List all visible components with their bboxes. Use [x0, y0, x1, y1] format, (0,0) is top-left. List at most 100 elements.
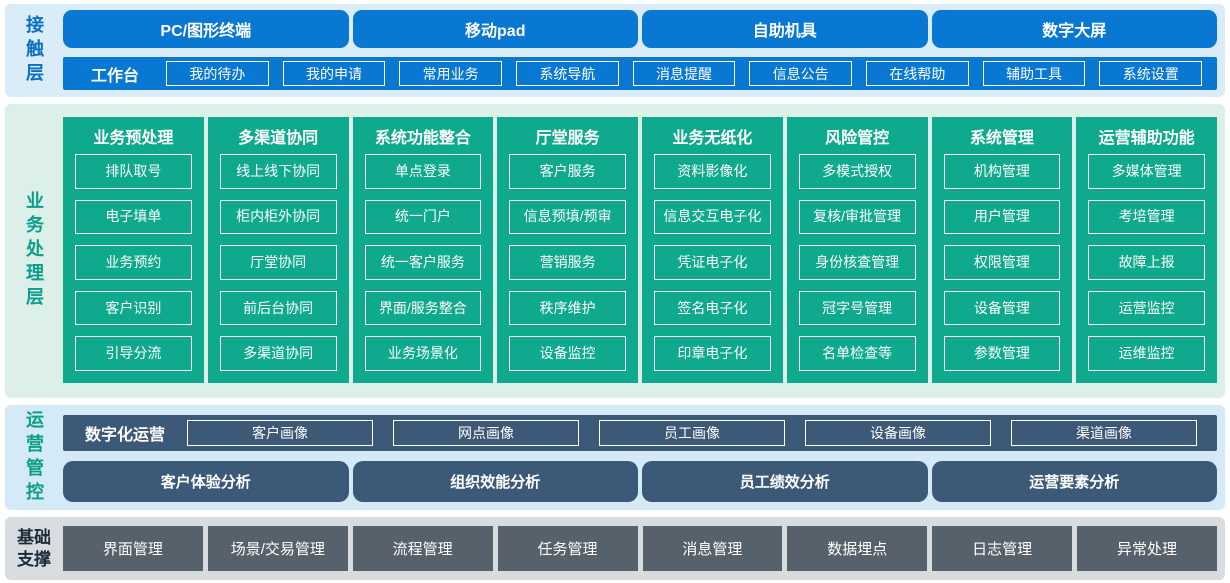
column-title: 风险管控 — [825, 130, 890, 147]
foundation-process-management-button[interactable]: 流程管理 — [352, 526, 493, 571]
foundation-data-tracking-button[interactable]: 数据埋点 — [787, 526, 928, 571]
analysis-row: 客户体验分析 组织效能分析 员工绩效分析 运营要素分析 — [63, 461, 1217, 502]
biz-item[interactable]: 印章电子化 — [654, 336, 771, 371]
terminal-row: PC/图形终端 移动pad 自助机具 数字大屏 — [63, 10, 1217, 48]
biz-item[interactable]: 界面/服务整合 — [364, 290, 482, 326]
biz-item[interactable]: 秩序维护 — [509, 290, 626, 326]
terminal-pad-button[interactable]: 移动pad — [352, 10, 638, 48]
workbench-item-navigation[interactable]: 系统导航 — [516, 61, 619, 86]
column-risk-control: 风险管控 多模式授权 复核/审批管理 身份核查管理 冠字号管理 名单检查等 — [786, 117, 928, 383]
biz-item[interactable]: 参数管理 — [943, 336, 1061, 371]
biz-item[interactable]: 签名电子化 — [654, 290, 771, 326]
workbench-item-applications[interactable]: 我的申请 — [282, 61, 386, 86]
biz-item[interactable]: 排队取号 — [75, 154, 192, 189]
column-system-integration: 系统功能整合 单点登录 统一门户 统一客户服务 界面/服务整合 业务场景化 — [352, 117, 494, 383]
biz-item[interactable]: 引导分流 — [75, 336, 192, 371]
foundation-ui-management-button[interactable]: 界面管理 — [63, 526, 203, 571]
portrait-device-button[interactable]: 设备画像 — [805, 420, 991, 446]
biz-item[interactable]: 业务场景化 — [364, 336, 482, 371]
analysis-customer-experience-button[interactable]: 客户体验分析 — [63, 461, 349, 502]
column-title: 业务无纸化 — [672, 130, 753, 147]
column-title: 厅堂服务 — [535, 130, 600, 147]
workbench-item-announcements[interactable]: 信息公告 — [749, 61, 853, 86]
workbench-item-aux-tools[interactable]: 辅助工具 — [982, 61, 1086, 86]
business-layer-content: 业务预处理 排队取号 电子填单 业务预约 客户识别 引导分流 多渠道协同 线上线… — [63, 104, 1225, 398]
column-system-management: 系统管理 机构管理 用户管理 权限管理 设备管理 参数管理 — [931, 117, 1073, 383]
biz-item[interactable]: 设备管理 — [943, 290, 1061, 326]
biz-item[interactable]: 线上线下协同 — [219, 154, 337, 189]
biz-item[interactable]: 复核/审批管理 — [798, 199, 916, 235]
biz-item[interactable]: 权限管理 — [943, 245, 1061, 280]
portrait-employee-button[interactable]: 员工画像 — [599, 420, 785, 446]
operations-layer-content: 数字化运营 客户画像 网点画像 员工画像 设备画像 渠道画像 客户体验分析 组织… — [63, 405, 1225, 510]
biz-item[interactable]: 故障上报 — [1088, 245, 1205, 280]
biz-item[interactable]: 柜内柜外协同 — [219, 199, 337, 235]
column-title: 运营辅助功能 — [1098, 130, 1195, 147]
biz-item[interactable]: 信息预填/预审 — [509, 199, 626, 235]
foundation-scene-transaction-button[interactable]: 场景/交易管理 — [207, 526, 348, 571]
analysis-employee-performance-button[interactable]: 员工绩效分析 — [642, 461, 928, 502]
column-title: 业务预处理 — [93, 130, 174, 147]
contact-layer-band: 接触层 PC/图形终端 移动pad 自助机具 数字大屏 工作台 我的待办 我的申… — [5, 4, 1225, 97]
biz-item[interactable]: 电子填单 — [75, 199, 192, 235]
portrait-channel-button[interactable]: 渠道画像 — [1011, 420, 1197, 446]
column-multichannel: 多渠道协同 线上线下协同 柜内柜外协同 厅堂协同 前后台协同 多渠道协同 — [207, 117, 349, 383]
biz-item[interactable]: 机构管理 — [943, 154, 1061, 189]
column-items: 机构管理 用户管理 权限管理 设备管理 参数管理 — [943, 154, 1061, 371]
workbench-item-notifications[interactable]: 消息提醒 — [632, 61, 736, 86]
terminal-bigscreen-button[interactable]: 数字大屏 — [931, 10, 1217, 48]
biz-item[interactable]: 多模式授权 — [798, 154, 916, 189]
biz-item[interactable]: 凭证电子化 — [654, 245, 771, 280]
biz-item[interactable]: 客户服务 — [509, 154, 626, 189]
biz-item[interactable]: 名单检查等 — [798, 336, 916, 371]
terminal-pc-button[interactable]: PC/图形终端 — [63, 10, 349, 48]
biz-item[interactable]: 营销服务 — [509, 245, 626, 280]
workbench-item-online-help[interactable]: 在线帮助 — [866, 61, 969, 86]
operations-layer-label-text: 运营管控 — [24, 409, 44, 506]
biz-item[interactable]: 资料影像化 — [654, 154, 771, 189]
biz-item[interactable]: 多媒体管理 — [1088, 154, 1205, 189]
foundation-layer-content: 界面管理 场景/交易管理 流程管理 任务管理 消息管理 数据埋点 日志管理 异常… — [63, 517, 1225, 580]
analysis-ops-elements-button[interactable]: 运营要素分析 — [931, 461, 1217, 502]
portrait-branch-button[interactable]: 网点画像 — [393, 420, 579, 446]
biz-item[interactable]: 单点登录 — [364, 154, 482, 189]
biz-item[interactable]: 用户管理 — [943, 199, 1061, 235]
column-items: 多媒体管理 考培管理 故障上报 运营监控 运维监控 — [1088, 154, 1205, 371]
biz-item[interactable]: 运维监控 — [1088, 336, 1205, 371]
operations-layer-label: 运营管控 — [5, 405, 63, 510]
business-layer-label-text: 业务处理层 — [24, 191, 44, 311]
biz-item[interactable]: 运营监控 — [1088, 290, 1205, 326]
biz-item[interactable]: 冠字号管理 — [798, 290, 916, 326]
column-items: 单点登录 统一门户 统一客户服务 界面/服务整合 业务场景化 — [364, 154, 482, 371]
workbench-item-settings[interactable]: 系统设置 — [1099, 61, 1203, 86]
foundation-task-management-button[interactable]: 任务管理 — [497, 526, 638, 571]
biz-item[interactable]: 业务预约 — [75, 245, 192, 280]
biz-item[interactable]: 前后台协同 — [219, 290, 337, 326]
workbench-item-todo[interactable]: 我的待办 — [166, 61, 269, 86]
column-pre-processing: 业务预处理 排队取号 电子填单 业务预约 客户识别 引导分流 — [63, 117, 204, 383]
biz-item[interactable]: 厅堂协同 — [219, 245, 337, 280]
foundation-layer-band: 基础支撑 界面管理 场景/交易管理 流程管理 任务管理 消息管理 数据埋点 日志… — [5, 517, 1225, 580]
biz-item[interactable]: 信息交互电子化 — [654, 199, 771, 235]
workbench-label: 工作台 — [90, 67, 139, 85]
foundation-log-management-button[interactable]: 日志管理 — [932, 526, 1073, 571]
biz-item[interactable]: 统一门户 — [364, 199, 482, 235]
portrait-customer-button[interactable]: 客户画像 — [187, 420, 373, 446]
biz-item[interactable]: 客户识别 — [75, 290, 192, 326]
biz-item[interactable]: 多渠道协同 — [219, 336, 337, 371]
foundation-layer-label: 基础支撑 — [17, 528, 51, 569]
column-items: 线上线下协同 柜内柜外协同 厅堂协同 前后台协同 多渠道协同 — [219, 154, 337, 371]
business-layer-label: 业务处理层 — [5, 104, 63, 398]
biz-item[interactable]: 设备监控 — [509, 336, 626, 371]
terminal-selfservice-button[interactable]: 自助机具 — [642, 10, 928, 48]
foundation-message-management-button[interactable]: 消息管理 — [642, 526, 783, 571]
column-items: 多模式授权 复核/审批管理 身份核查管理 冠字号管理 名单检查等 — [798, 154, 916, 371]
biz-item[interactable]: 考培管理 — [1088, 199, 1205, 235]
foundation-exception-handling-button[interactable]: 异常处理 — [1077, 526, 1217, 571]
business-layer-band: 业务处理层 业务预处理 排队取号 电子填单 业务预约 客户识别 引导分流 多渠道… — [5, 104, 1225, 398]
workbench-item-common-business[interactable]: 常用业务 — [399, 61, 503, 86]
biz-item[interactable]: 统一客户服务 — [364, 245, 482, 280]
biz-item[interactable]: 身份核查管理 — [798, 245, 916, 280]
analysis-org-efficiency-button[interactable]: 组织效能分析 — [352, 461, 638, 502]
